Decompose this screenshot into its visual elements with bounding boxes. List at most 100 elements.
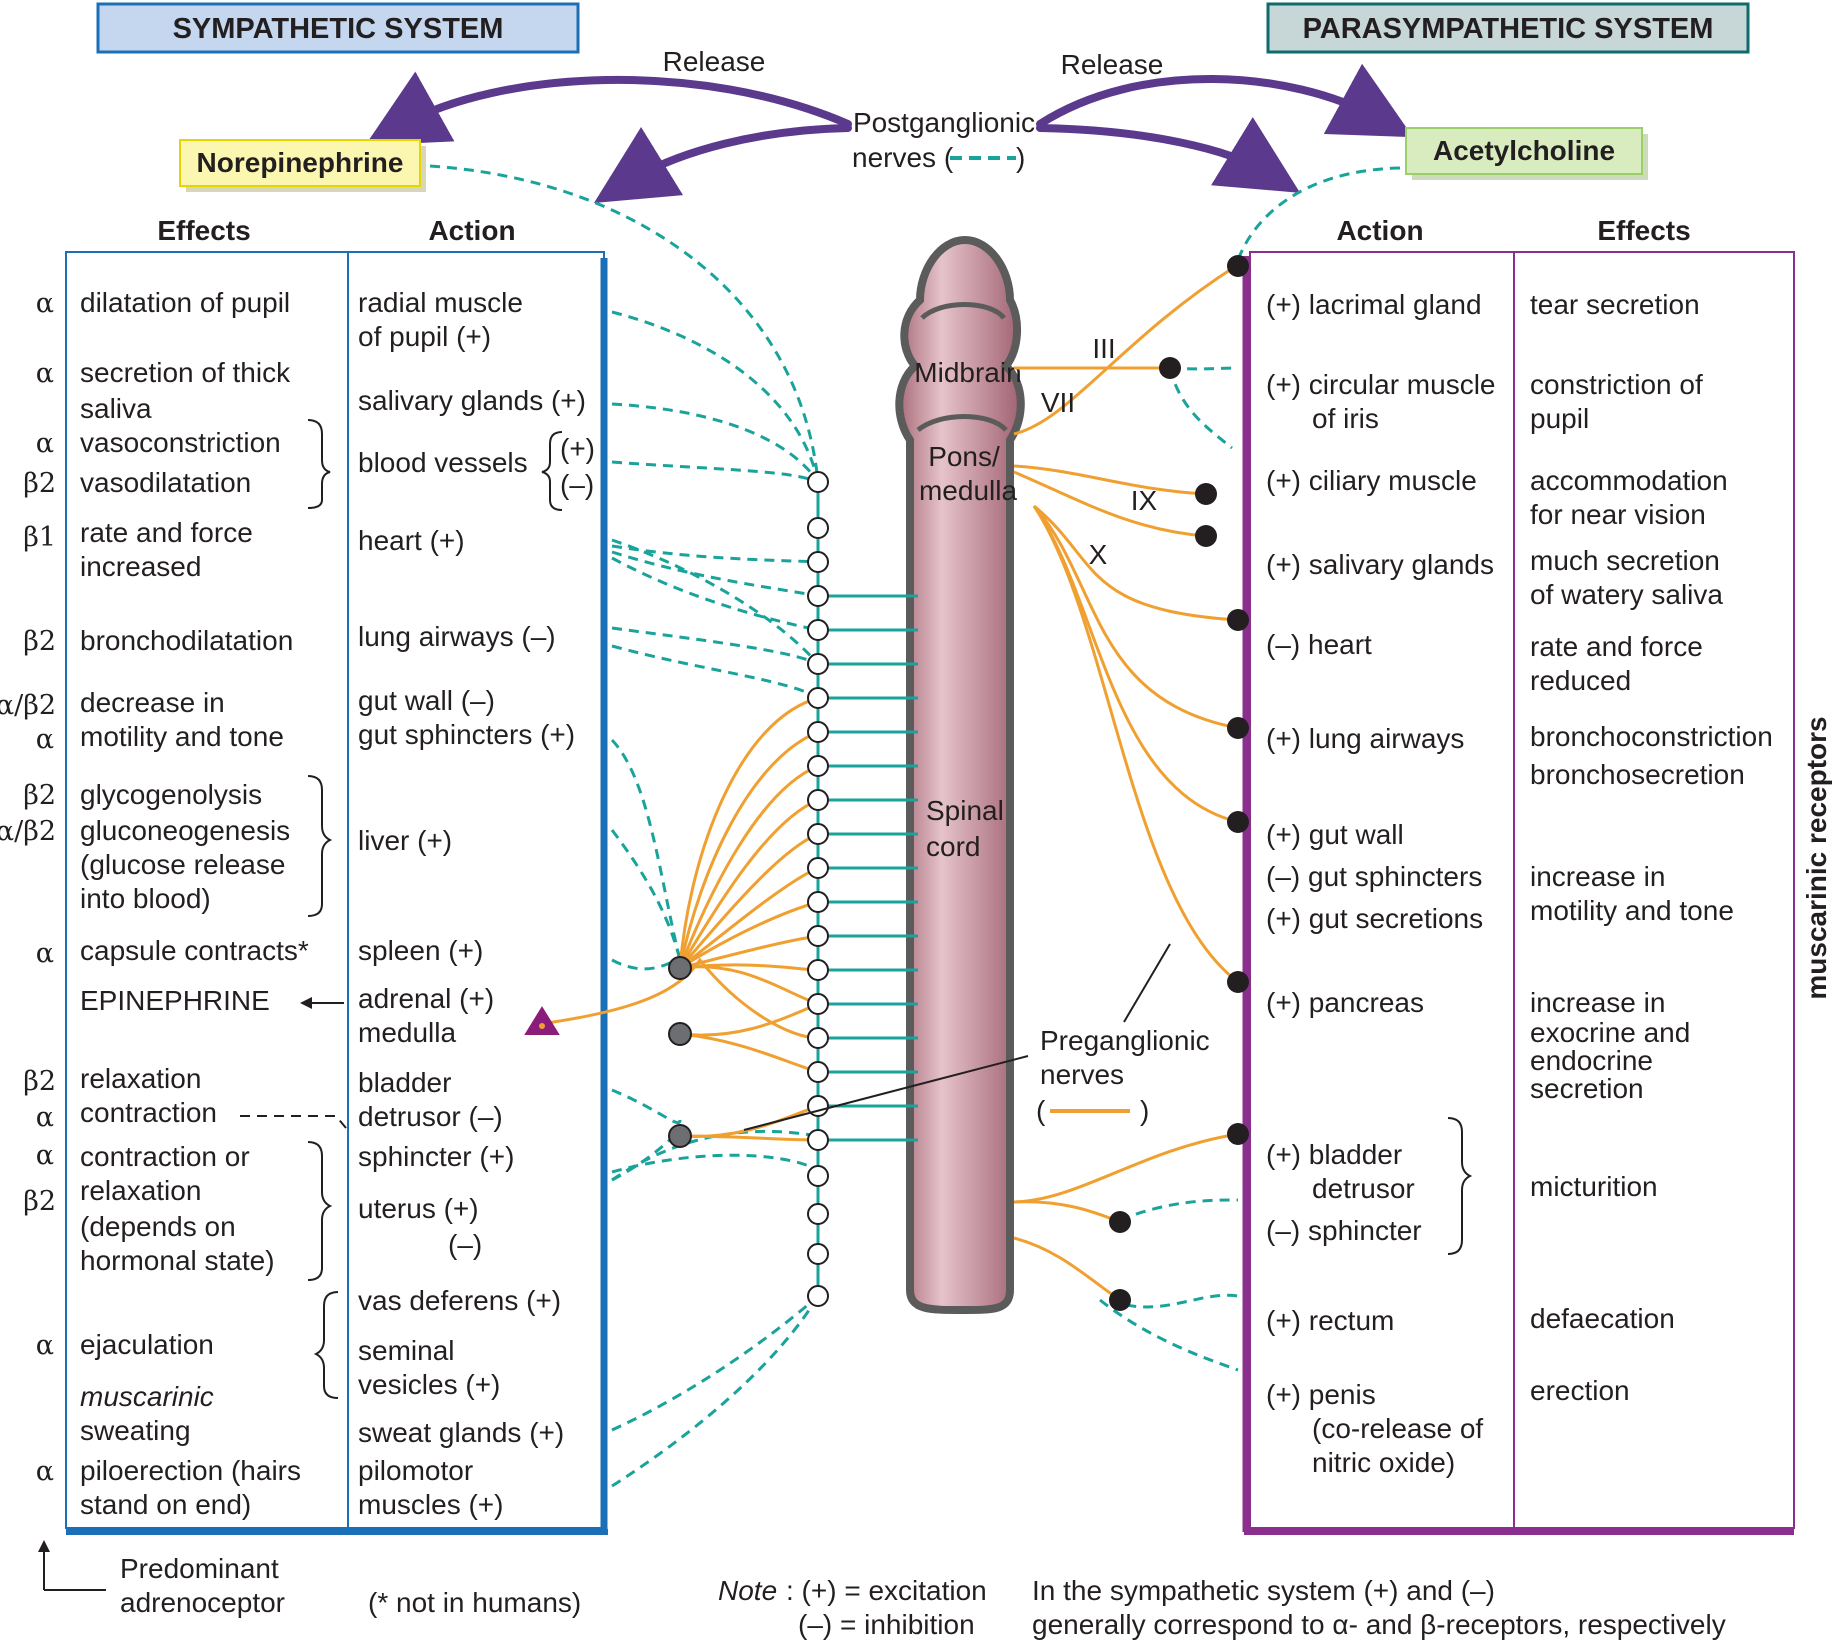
action-line: medulla (358, 1017, 456, 1048)
action-line: (–) (448, 1229, 482, 1260)
cranial-nerve-iii: III (1092, 333, 1115, 364)
release-label-left: Release (663, 46, 766, 77)
effect-line: relaxation (80, 1175, 201, 1206)
ganglion-icon (668, 1124, 692, 1148)
receptor-label: β1 (23, 522, 56, 553)
action-line: bladder (358, 1067, 451, 1098)
parasympathetic-effects: tear secretion constriction of pupil acc… (1530, 289, 1773, 1406)
receptor-label: β2 (23, 468, 56, 499)
action-line: blood vessels (358, 447, 528, 478)
receptor-label: α (36, 1330, 54, 1361)
ganglion-icon (807, 517, 829, 539)
up-arrow-icon (38, 1540, 106, 1591)
effect-line: rate and force (80, 517, 253, 548)
receptor-label: β2 (23, 780, 56, 811)
receptor-label: α (36, 1456, 54, 1487)
acetylcholine-box: Acetylcholine (1405, 127, 1648, 180)
action-line: (–) (560, 469, 594, 500)
ganglion-icon (1227, 971, 1249, 993)
action-line: radial muscle (358, 287, 523, 318)
action-line: (+) lung airways (1266, 723, 1464, 754)
effect-line: glycogenolysis (80, 779, 262, 810)
ganglion-icon (668, 956, 692, 980)
note-word: Note (718, 1575, 777, 1606)
effect-line: decrease in (80, 687, 225, 718)
action-line: gut wall (–) (358, 685, 495, 716)
preganglionic-pointer (743, 1055, 1029, 1131)
ganglion-icon (807, 1061, 829, 1083)
parasympathetic-title: PARASYMPATHETIC SYSTEM (1303, 13, 1714, 45)
sym-effects-header: Effects (157, 215, 250, 246)
norepinephrine-box: Norepinephrine (179, 139, 426, 192)
action-line: pilomotor (358, 1455, 473, 1486)
receptor-label: α (36, 358, 54, 389)
ganglion-icon (1159, 357, 1181, 379)
receptor-label: α/β2 (0, 690, 56, 721)
effect-line: increased (80, 551, 201, 582)
action-line: (+) gut secretions (1266, 903, 1483, 934)
action-line: uterus (+) (358, 1193, 479, 1224)
effect-line: motility and tone (80, 721, 284, 752)
action-line: of pupil (+) (358, 321, 491, 352)
ganglion-icon (1227, 717, 1249, 739)
action-line: liver (+) (358, 825, 452, 856)
effect-line: reduced (1530, 665, 1631, 696)
effect-line: much secretion (1530, 545, 1720, 576)
ganglion-icon (807, 959, 829, 981)
preganglionic-pointer (1123, 943, 1171, 1023)
receptor-label: α (36, 1102, 54, 1133)
summary-line-1: In the sympathetic system (+) and (–) (1032, 1575, 1495, 1606)
effect-line: capsule contracts* (80, 935, 309, 966)
effect-line: stand on end) (80, 1489, 251, 1520)
ganglion-icon (807, 755, 829, 777)
effect-line: ejaculation (80, 1329, 214, 1360)
parasympathetic-preganglionic-nerves (1013, 264, 1239, 1302)
note-excitation: : (+) = excitation (786, 1575, 987, 1606)
effect-line: hormonal state) (80, 1245, 275, 1276)
effect-line: pupil (1530, 403, 1589, 434)
norepinephrine-label: Norepinephrine (197, 147, 404, 178)
receptor-label: β2 (23, 1186, 56, 1217)
ganglion-icon (807, 891, 829, 913)
ganglion-icon (1227, 811, 1249, 833)
receptor-label: β2 (23, 626, 56, 657)
sympathetic-title: SYMPATHETIC SYSTEM (173, 13, 504, 45)
ganglion-icon (807, 721, 829, 743)
receptor-label: α (36, 1140, 54, 1171)
ganglion-icon (807, 687, 829, 709)
action-line: lung airways (–) (358, 621, 556, 652)
contraction-dashed-link (240, 1115, 347, 1129)
action-line: sweat glands (+) (358, 1417, 564, 1448)
effect-line: gluconeogenesis (80, 815, 290, 846)
ganglion-icon (668, 1022, 692, 1046)
ganglion-icon (1227, 609, 1249, 631)
ganglion-icon (807, 925, 829, 947)
parasympathetic-ganglia (1109, 255, 1249, 1311)
effect-line: (depends on (80, 1211, 236, 1242)
action-line: (–) heart (1266, 629, 1372, 660)
effect-line: motility and tone (1530, 895, 1734, 926)
predominant-label-2: adrenoceptor (120, 1587, 285, 1618)
spinal-label-1: Spinal (926, 795, 1004, 826)
action-line: sphincter (+) (358, 1141, 514, 1172)
ganglion-icon (1195, 525, 1217, 547)
preganglionic-paren-open: ( (1036, 1095, 1046, 1126)
postganglionic-label-2: nerves ( (852, 142, 954, 173)
left-arrow-icon (300, 997, 344, 1009)
sympathetic-header: SYMPATHETIC SYSTEM (96, 2, 580, 54)
action-line: (+) ciliary muscle (1266, 465, 1477, 496)
effect-line: bronchodilatation (80, 625, 293, 656)
preganglionic-label-2: nerves (1040, 1059, 1124, 1090)
receptor-label: α (36, 938, 54, 969)
effect-line: rate and force (1530, 631, 1703, 662)
action-line: salivary glands (+) (358, 385, 586, 416)
postganglionic-label-close: ) (1016, 142, 1025, 173)
action-line: (+) rectum (1266, 1305, 1394, 1336)
ganglion-icon (807, 1243, 829, 1265)
preganglionic-paren-close: ) (1140, 1095, 1149, 1126)
acetylcholine-label: Acetylcholine (1433, 135, 1615, 166)
parasympathetic-table (1242, 251, 1795, 1535)
sympathetic-table (65, 251, 608, 1535)
sympathetic-actions: radial muscle of pupil (+) salivary glan… (358, 287, 595, 1520)
